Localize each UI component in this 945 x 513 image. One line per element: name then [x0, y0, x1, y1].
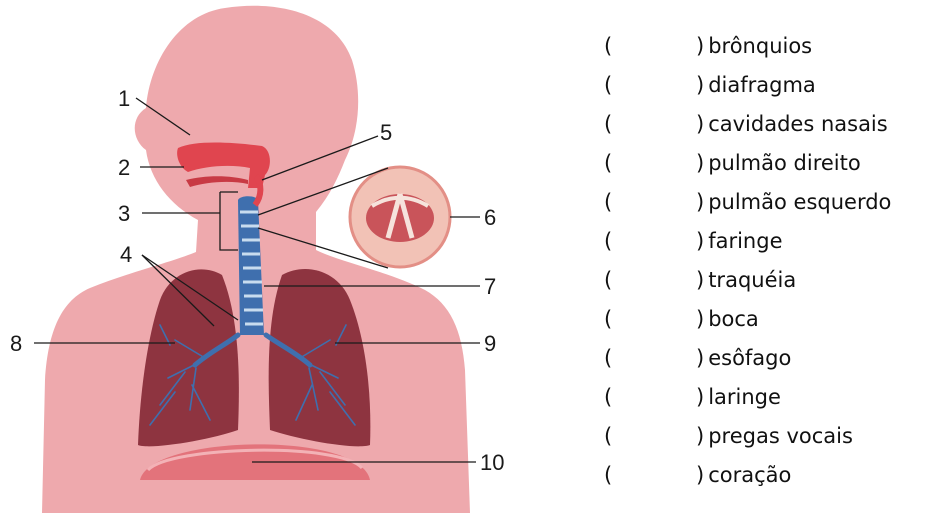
option-item: ()cavidades nasais — [604, 112, 891, 151]
label-2: 2 — [118, 155, 130, 180]
blank-close-paren: ) — [696, 268, 704, 292]
blank-open-paren: ( — [604, 73, 696, 97]
label-5: 5 — [380, 120, 392, 145]
blank-close-paren: ) — [696, 73, 704, 97]
option-item: ()brônquios — [604, 34, 891, 73]
option-label: laringe — [708, 385, 781, 409]
option-item: ()boca — [604, 307, 891, 346]
blank-close-paren: ) — [696, 463, 704, 487]
option-label: brônquios — [708, 34, 812, 58]
option-item: ()coração — [604, 463, 891, 502]
option-item: ()laringe — [604, 385, 891, 424]
answer-options-list: ()brônquios ()diafragma ()cavidades nasa… — [604, 34, 891, 502]
blank-close-paren: ) — [696, 34, 704, 58]
label-6: 6 — [484, 205, 496, 230]
option-item: ()pulmão direito — [604, 151, 891, 190]
blank-close-paren: ) — [696, 190, 704, 214]
blank-open-paren: ( — [604, 112, 696, 136]
blank-close-paren: ) — [696, 307, 704, 331]
label-4: 4 — [120, 242, 132, 267]
option-item: ()diafragma — [604, 73, 891, 112]
option-label: diafragma — [708, 73, 816, 97]
option-item: ()pulmão esquerdo — [604, 190, 891, 229]
blank-open-paren: ( — [604, 346, 696, 370]
blank-open-paren: ( — [604, 190, 696, 214]
larynx-inset — [350, 167, 450, 267]
blank-close-paren: ) — [696, 229, 704, 253]
blank-open-paren: ( — [604, 151, 696, 175]
blank-open-paren: ( — [604, 307, 696, 331]
blank-close-paren: ) — [696, 151, 704, 175]
option-label: coração — [708, 463, 791, 487]
option-label: pregas vocais — [708, 424, 853, 448]
blank-close-paren: ) — [696, 385, 704, 409]
label-3: 3 — [118, 201, 130, 226]
blank-open-paren: ( — [604, 385, 696, 409]
blank-open-paren: ( — [604, 424, 696, 448]
option-item: ()pregas vocais — [604, 424, 891, 463]
label-7: 7 — [484, 274, 496, 299]
option-label: esôfago — [708, 346, 791, 370]
option-label: boca — [708, 307, 759, 331]
option-item: ()esôfago — [604, 346, 891, 385]
label-10: 10 — [480, 450, 504, 475]
option-label: cavidades nasais — [708, 112, 888, 136]
option-item: ()traquéia — [604, 268, 891, 307]
respiratory-system-diagram: 1 2 3 4 5 6 7 8 9 10 — [0, 0, 560, 513]
blank-close-paren: ) — [696, 346, 704, 370]
blank-open-paren: ( — [604, 34, 696, 58]
option-label: traquéia — [708, 268, 796, 292]
label-1: 1 — [118, 86, 130, 111]
blank-close-paren: ) — [696, 424, 704, 448]
blank-close-paren: ) — [696, 112, 704, 136]
option-label: faringe — [708, 229, 782, 253]
label-9: 9 — [484, 331, 496, 356]
option-label: pulmão direito — [708, 151, 861, 175]
option-item: ()faringe — [604, 229, 891, 268]
blank-open-paren: ( — [604, 229, 696, 253]
blank-open-paren: ( — [604, 463, 696, 487]
blank-open-paren: ( — [604, 268, 696, 292]
option-label: pulmão esquerdo — [708, 190, 891, 214]
label-8: 8 — [10, 331, 22, 356]
